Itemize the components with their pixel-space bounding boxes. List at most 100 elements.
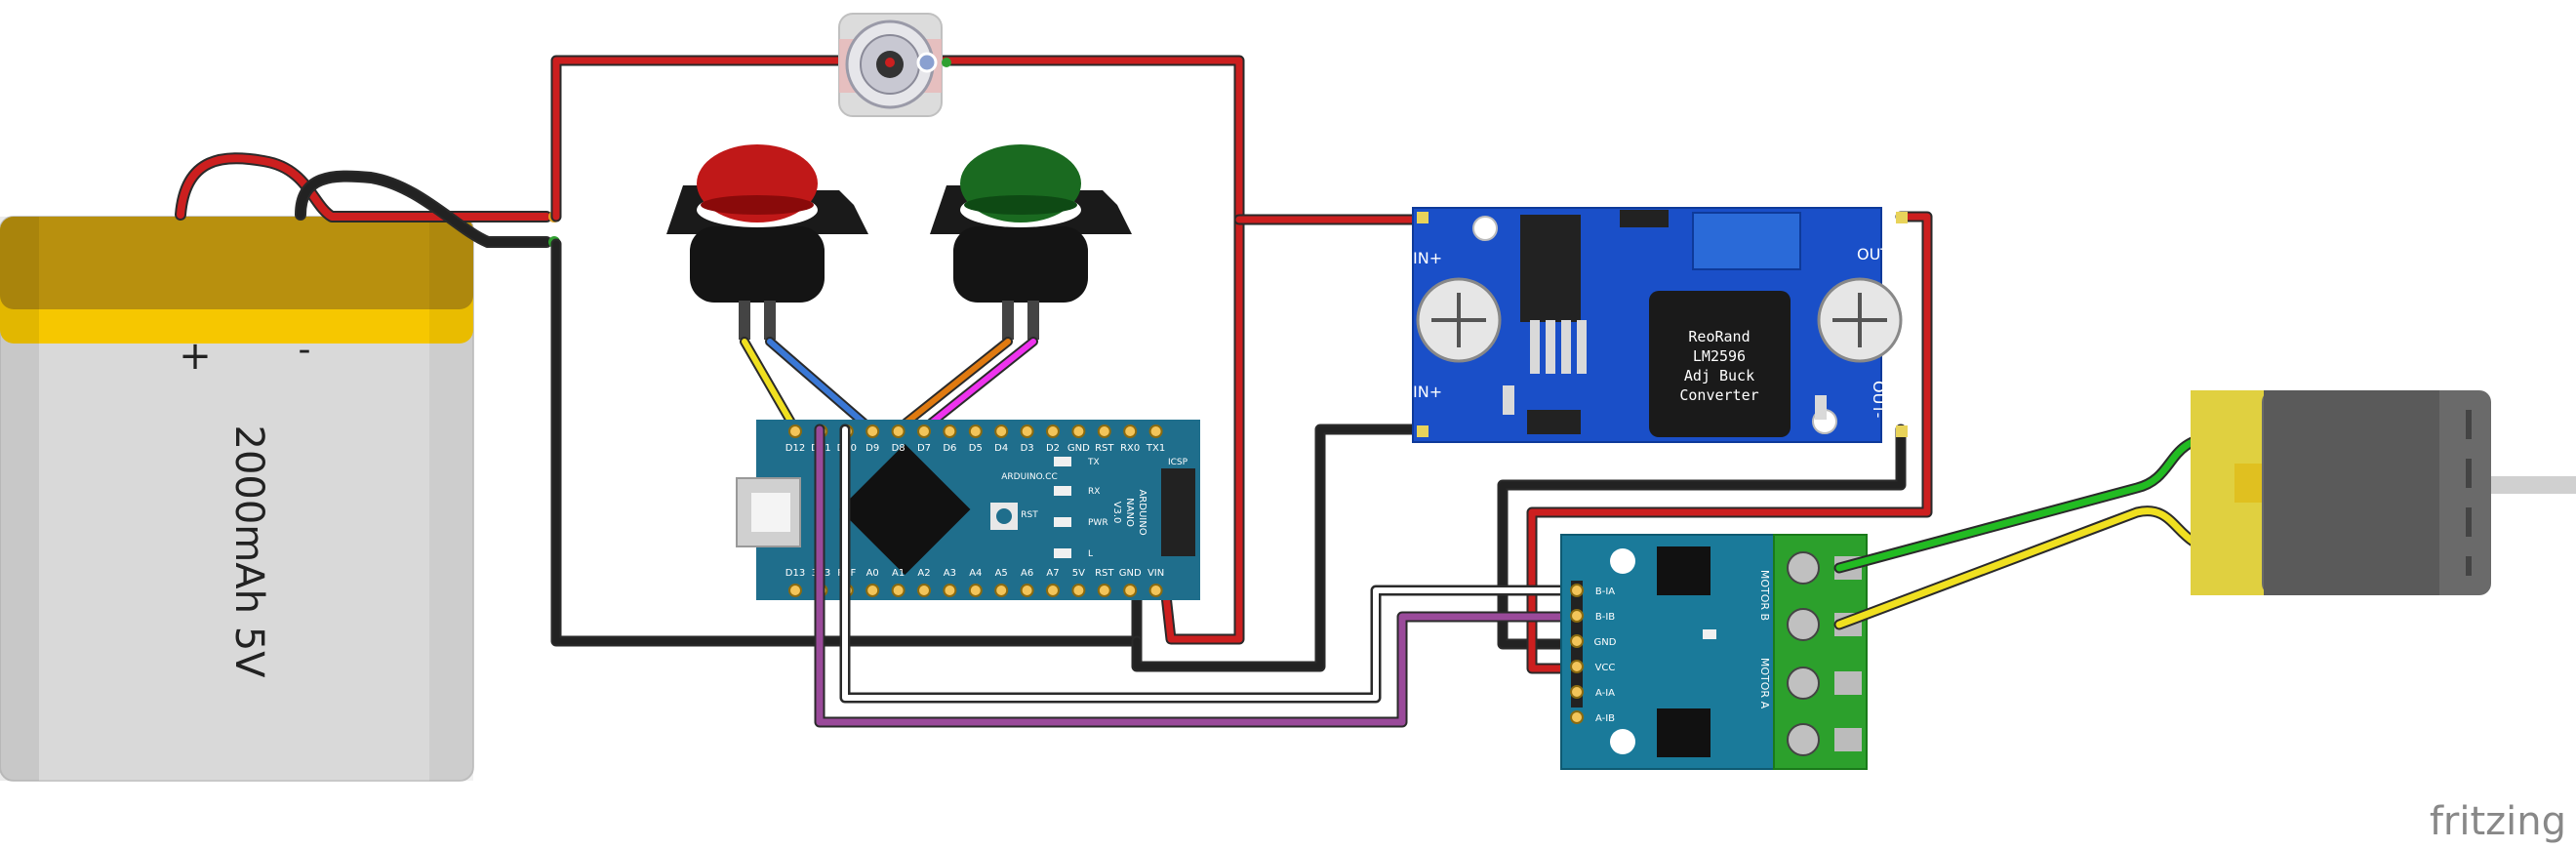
- nano-bottom-pin-pad: [968, 584, 983, 597]
- button-wires: [740, 337, 1038, 434]
- nano-pwr-led-label: PWR: [1088, 518, 1108, 528]
- driver-pin-pad: [1570, 685, 1584, 699]
- nano-bottom-pin-pad: [865, 584, 880, 597]
- nano-top-pin-pad: [1071, 424, 1086, 438]
- driver-pin-pad: [1570, 660, 1584, 673]
- nano-bottom-pin-label: A1: [892, 568, 905, 579]
- nano-bottom-pin-label: D13: [785, 568, 805, 579]
- driver-motor-b-label: MOTOR B: [1758, 570, 1771, 621]
- dc-motor: [2191, 390, 2576, 595]
- nano-top-pin-label: TX1: [1146, 443, 1165, 454]
- nano-top-pin-pad: [1020, 424, 1034, 438]
- nano-top-pin-label: RST: [1095, 443, 1114, 454]
- motor-driver: B-IA B-IB GND VCC A-IA A-IB MOTOR B MOTOR A: [1560, 534, 1868, 770]
- nano-bottom-pin-label: GND: [1119, 568, 1142, 579]
- nano-bottom-pin-label: A6: [1021, 568, 1033, 579]
- nano-rx-led-label: RX: [1088, 487, 1100, 497]
- nano-bottom-pin-pad: [943, 584, 957, 597]
- buck-chip-line-3: Adj Buck: [1684, 367, 1754, 384]
- signal-wires: [814, 424, 1577, 728]
- nano-top-pin-pad: [891, 424, 906, 438]
- nano-top-pin-label: D7: [917, 443, 931, 454]
- driver-pin-label: B-IB: [1595, 612, 1615, 623]
- nano-top-pin-pad: [1148, 424, 1163, 438]
- nano-bottom-pin-label: A5: [995, 568, 1008, 579]
- buck-out-minus-label: OUT-: [1870, 381, 1888, 418]
- nano-top-pin-pad: [865, 424, 880, 438]
- nano-top-pin-pad: [968, 424, 983, 438]
- buck-in-minus-label: IN+: [1413, 383, 1442, 401]
- nano-bottom-pin-pad: [788, 584, 802, 597]
- nano-led-row: [1054, 457, 1071, 558]
- nano-bottom-pin-label: RST: [1095, 568, 1114, 579]
- nano-bottom-pin-pad: [1020, 584, 1034, 597]
- nano-top-pin-pad: [917, 424, 931, 438]
- driver-pin-label: VCC: [1595, 663, 1616, 673]
- battery-plus-label: +: [179, 334, 212, 379]
- buck-chip-line-2: LM2596: [1693, 347, 1746, 365]
- nano-top-pin-label: RX0: [1120, 443, 1140, 454]
- nano-bottom-pin-label: A2: [917, 568, 930, 579]
- nano-top-pin-label: D6: [943, 443, 956, 454]
- nano-top-pin-pad: [788, 424, 802, 438]
- nano-model-line-1: ARDUINO: [1137, 489, 1147, 535]
- nano-rst-label: RST: [1021, 510, 1038, 520]
- nano-top-pin-label: D4: [994, 443, 1008, 454]
- buck-chip-line-1: ReoRand: [1688, 328, 1750, 345]
- nano-top-pin-pad: [943, 424, 957, 438]
- driver-pin-pad: [1570, 634, 1584, 648]
- nano-top-pin-label: D8: [892, 443, 906, 454]
- buck-converter: ReoRand LM2596 Adj Buck Converter IN+ IN…: [1412, 207, 1908, 443]
- push-button-red: [666, 144, 868, 340]
- nano-model-line-2: NANO: [1124, 498, 1135, 527]
- nano-bottom-pin-pad: [994, 584, 1009, 597]
- driver-motor-a-label: MOTOR A: [1758, 658, 1771, 709]
- fritzing-logo: fritzing: [2430, 799, 2566, 844]
- driver-pin-pad: [1570, 584, 1584, 597]
- lipo-battery: + - 2000mAh 5V: [0, 216, 474, 782]
- nano-top-pin-pad: [1046, 424, 1060, 438]
- nano-bottom-pin-pad: [1123, 584, 1138, 597]
- nano-tx-led-label: TX: [1087, 458, 1100, 467]
- nano-bottom-pin-label: A4: [969, 568, 982, 579]
- buck-out-plus-label: OUT+: [1857, 245, 1903, 263]
- driver-pin-pad: [1570, 609, 1584, 623]
- nano-bottom-pin-label: 5V: [1072, 568, 1085, 579]
- nano-top-pin-label: GND: [1067, 443, 1090, 454]
- nano-top-pin-label: D3: [1021, 443, 1034, 454]
- nano-top-pin-label: D5: [969, 443, 983, 454]
- battery-capacity-label: 2000mAh 5V: [226, 424, 271, 678]
- nano-top-pin-label: D12: [785, 443, 805, 454]
- nano-bottom-pin-pad: [891, 584, 906, 597]
- driver-pin-label: GND: [1594, 637, 1617, 648]
- nano-top-pin-label: D2: [1046, 443, 1060, 454]
- nano-model-line-3: V3.0: [1111, 502, 1122, 524]
- nano-bottom-pin-label: VIN: [1147, 568, 1164, 579]
- nano-bottom-pin-pad: [1148, 584, 1163, 597]
- nano-l-led-label: L: [1088, 549, 1093, 559]
- driver-pin-pad: [1570, 710, 1584, 724]
- nano-bottom-pin-pad: [1097, 584, 1111, 597]
- nano-top-pin-pad: [1097, 424, 1111, 438]
- driver-pin-label: A-IA: [1595, 688, 1615, 699]
- toggle-switch: [838, 13, 951, 117]
- nano-bottom-pin-label: A3: [944, 568, 956, 579]
- nano-top-pin-label: D9: [865, 443, 879, 454]
- nano-bottom-pin-label: A0: [866, 568, 879, 579]
- driver-pin-label: B-IA: [1595, 586, 1615, 597]
- nano-bottom-pin-pad: [1046, 584, 1060, 597]
- push-button-green: [930, 144, 1132, 340]
- nano-bottom-pin-pad: [1071, 584, 1086, 597]
- nano-top-pin-pad: [994, 424, 1009, 438]
- nano-top-pin-pad: [1123, 424, 1138, 438]
- nano-icsp-label: ICSP: [1168, 458, 1188, 467]
- buck-chip-line-4: Converter: [1679, 386, 1758, 404]
- driver-pin-label: A-IB: [1595, 713, 1615, 724]
- battery-minus-label: -: [299, 330, 311, 370]
- nano-bottom-pin-pad: [917, 584, 931, 597]
- nano-bottom-pin-label: A7: [1046, 568, 1059, 579]
- buck-in-plus-label: IN+: [1413, 249, 1442, 267]
- nano-brand-label: ARDUINO.CC: [1001, 472, 1057, 482]
